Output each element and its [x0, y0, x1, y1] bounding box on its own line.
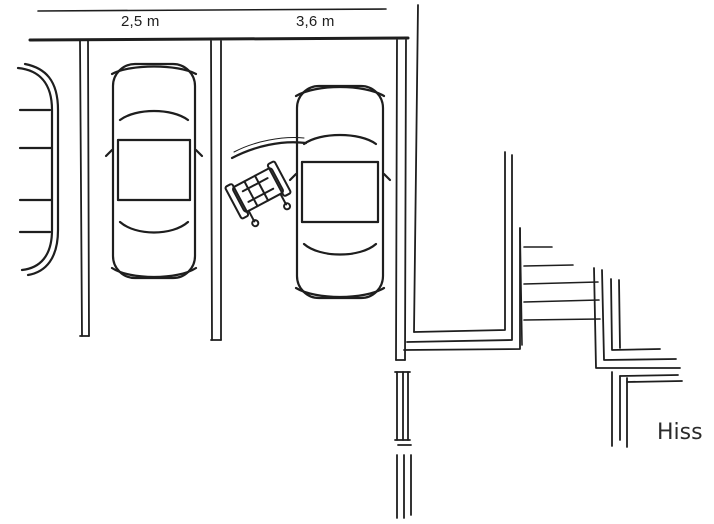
- bay-divider-left: [79, 40, 90, 337]
- car-left-partial: [16, 62, 60, 277]
- dimension-line: [37, 8, 387, 12]
- car-middle: [104, 62, 204, 280]
- elevator-shaft: [593, 267, 683, 448]
- bay-divider-right: [210, 40, 222, 341]
- doorway: [394, 371, 412, 519]
- bay-width-label-left: 2,5 m: [121, 13, 160, 30]
- car-right: [288, 84, 392, 300]
- approach-arc: [230, 141, 308, 160]
- staircase: [519, 227, 601, 346]
- wheelchair: [224, 160, 292, 228]
- back-wall: [28, 36, 410, 42]
- elevator-label: Hiss: [657, 420, 703, 445]
- corridor-wall: [395, 4, 419, 361]
- bay-width-label-right: 3,6 m: [296, 13, 335, 30]
